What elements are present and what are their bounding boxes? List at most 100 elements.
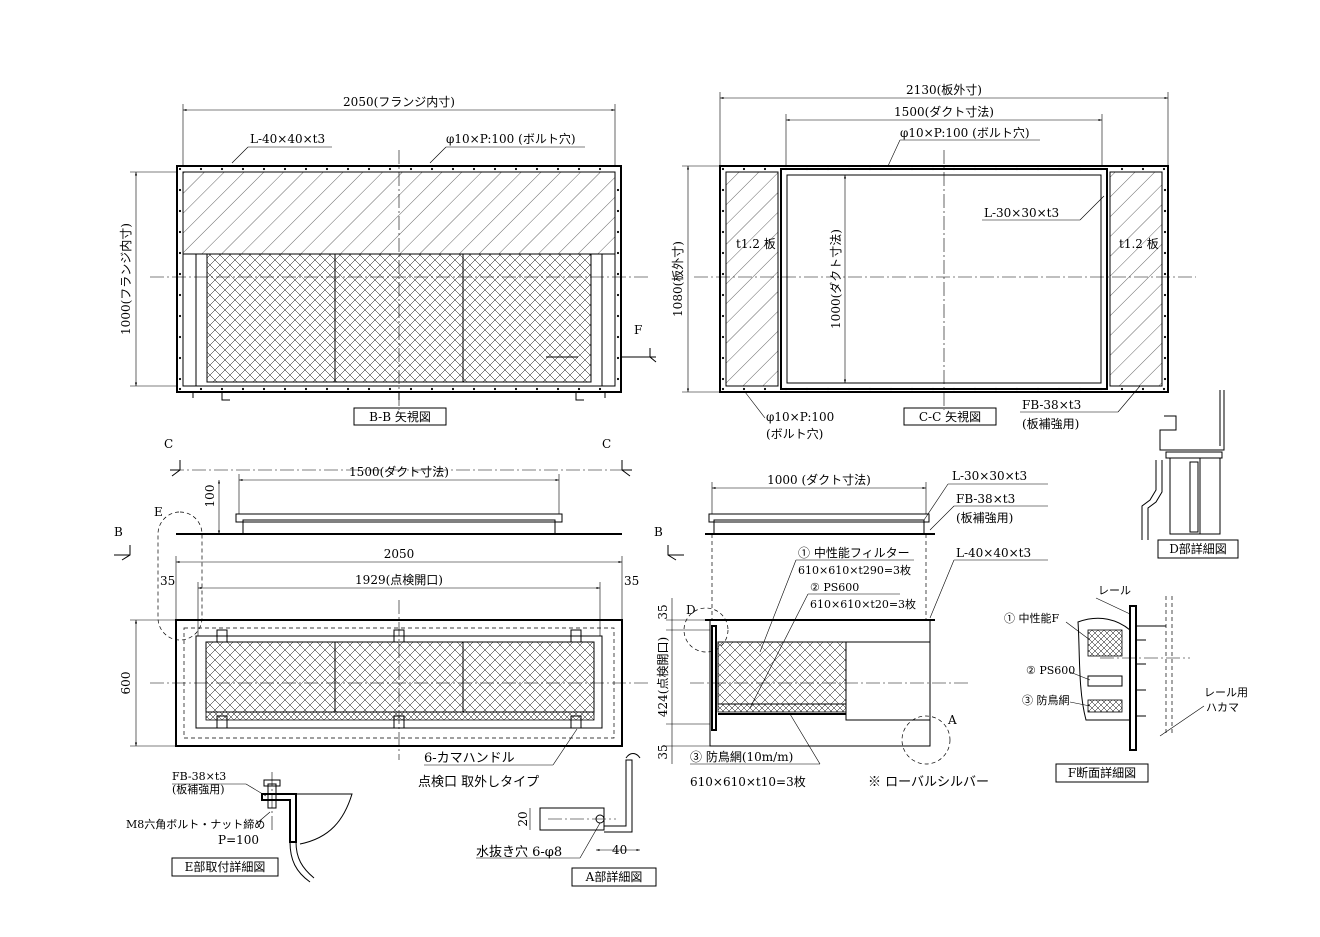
- bolt-hole-dot: [1162, 387, 1166, 391]
- bb-bolt-holes: [178, 167, 620, 391]
- side-dim-35-bottom: 35: [656, 744, 670, 759]
- bolt-hole-dot: [952, 387, 956, 391]
- cc-view: 2130(板外寸) 1500(ダクト寸法) t1.2 板 t1.2 板 φ10×…: [671, 83, 1196, 441]
- cc-dim-height-duct: 1000(ダクト寸法): [828, 229, 843, 329]
- cc-plate-right: t1.2 板: [1119, 237, 1159, 251]
- bolt-hole-dot: [889, 387, 893, 391]
- side-detail-d: D: [686, 603, 696, 617]
- detail-f-filter1: ① 中性能F: [1004, 611, 1059, 625]
- bb-bolt-hole-label: φ10×P:100 (ボルト穴): [446, 131, 576, 146]
- bolt-hole-dot: [1163, 314, 1167, 318]
- detail-a-drain: 水抜き穴 6-φ8: [476, 844, 562, 860]
- detail-e-fb-1: FB-38×t3: [172, 770, 226, 783]
- bolt-hole-dot: [304, 167, 308, 171]
- bolt-hole-dot: [1141, 387, 1145, 391]
- bolt-hole-dot: [847, 387, 851, 391]
- detail-f-rail: レール: [1098, 584, 1131, 597]
- bolt-hole-dot: [409, 387, 413, 391]
- bolt-hole-dot: [283, 167, 287, 171]
- side-fb-label-1: FB-38×t3: [956, 492, 1015, 506]
- bolt-hole-dot: [805, 167, 809, 171]
- bolt-hole-dot: [556, 387, 560, 391]
- bolt-hole-dot: [430, 167, 434, 171]
- detail-e-fb-2: (板補強用): [172, 782, 225, 796]
- bolt-hole-dot: [952, 167, 956, 171]
- cc-bolt-hole-bottom-2: (ボルト穴): [766, 426, 823, 441]
- front-dim-35-left: 35: [160, 574, 175, 588]
- bolt-hole-dot: [973, 387, 977, 391]
- bb-view: 2050(フランジ内寸) 1000(フランジ内寸) L-40×40×t3 φ10…: [119, 95, 657, 426]
- bolt-hole-dot: [1057, 387, 1061, 391]
- bolt-hole-dot: [616, 356, 620, 360]
- bb-dim-width: 2050(フランジ内寸): [343, 95, 455, 109]
- bolt-hole-dot: [826, 167, 830, 171]
- bolt-hole-dot: [1163, 377, 1167, 381]
- bolt-hole-dot: [1163, 272, 1167, 276]
- bolt-hole-dot: [178, 356, 182, 360]
- detail-d-title: D部詳細図: [1169, 541, 1227, 556]
- bolt-hole-dot: [220, 387, 224, 391]
- bolt-hole-dot: [1078, 167, 1082, 171]
- detail-f-rail-hook-1: レール用: [1204, 686, 1248, 699]
- detail-f-filter2: ② PS600: [1026, 664, 1075, 677]
- bolt-hole-dot: [262, 167, 266, 171]
- bolt-hole-dot: [721, 230, 725, 234]
- detail-e-pitch: P=100: [218, 833, 259, 847]
- bolt-hole-dot: [616, 377, 620, 381]
- side-detail-a: A: [947, 713, 957, 727]
- front-section-c-right: C: [602, 437, 611, 451]
- bolt-hole-dot: [763, 167, 767, 171]
- bolt-hole-dot: [1163, 209, 1167, 213]
- bolt-hole-dot: [826, 387, 830, 391]
- detail-e-title: E部取付詳細図: [185, 859, 266, 874]
- bolt-hole-dot: [847, 167, 851, 171]
- cc-bolt-hole-bottom-1: φ10×P:100: [766, 410, 834, 424]
- bolt-hole-dot: [1163, 188, 1167, 192]
- bolt-hole-dot: [931, 167, 935, 171]
- bolt-hole-dot: [616, 335, 620, 339]
- bolt-hole-dot: [325, 167, 329, 171]
- bolt-hole-dot: [1015, 387, 1019, 391]
- cc-angle-label: L-30×30×t3: [984, 206, 1059, 220]
- front-section-c-left: C: [164, 437, 173, 451]
- bolt-hole-dot: [1163, 230, 1167, 234]
- bolt-hole-dot: [616, 188, 620, 192]
- bolt-hole-dot: [178, 251, 182, 255]
- bolt-hole-dot: [805, 387, 809, 391]
- bolt-hole-dot: [616, 293, 620, 297]
- bolt-hole-dot: [721, 377, 725, 381]
- side-dim-opening: 424(点検開口): [656, 637, 670, 717]
- bolt-hole-dot: [535, 387, 539, 391]
- front-section-b-right: B: [654, 525, 663, 539]
- bolt-hole-dot: [178, 230, 182, 234]
- bolt-hole-dot: [931, 387, 935, 391]
- bolt-hole-dot: [346, 387, 350, 391]
- front-section-e: E: [154, 505, 163, 519]
- detail-f-mesh: ③ 防鳥網: [1022, 693, 1070, 707]
- bolt-hole-dot: [1078, 387, 1082, 391]
- bolt-hole-dot: [616, 272, 620, 276]
- bolt-hole-dot: [721, 209, 725, 213]
- bolt-hole-dot: [451, 167, 455, 171]
- bolt-hole-dot: [451, 387, 455, 391]
- cc-dim-height-plate: 1080(板外寸): [671, 241, 685, 317]
- detail-f: レール ① 中性能F ② PS600 ③ 防鳥網 レール用 ハカマ F断面詳細図: [1004, 584, 1248, 783]
- bolt-hole-dot: [1163, 251, 1167, 255]
- side-filter1-name: ① 中性能フィルター: [798, 545, 910, 560]
- bolt-hole-dot: [199, 387, 203, 391]
- bolt-hole-dot: [1163, 356, 1167, 360]
- bolt-hole-dot: [742, 167, 746, 171]
- bolt-hole-dot: [1036, 167, 1040, 171]
- bolt-hole-dot: [1141, 167, 1145, 171]
- front-dim-2050: 2050: [384, 547, 415, 561]
- bolt-hole-dot: [220, 167, 224, 171]
- bolt-hole-dot: [1120, 387, 1124, 391]
- bolt-hole-dot: [493, 167, 497, 171]
- bolt-hole-dot: [721, 251, 725, 255]
- bolt-hole-dot: [388, 167, 392, 171]
- bolt-hole-dot: [178, 272, 182, 276]
- cc-fb-label-2: (板補強用): [1022, 417, 1079, 431]
- bolt-hole-dot: [304, 387, 308, 391]
- bolt-hole-dot: [178, 314, 182, 318]
